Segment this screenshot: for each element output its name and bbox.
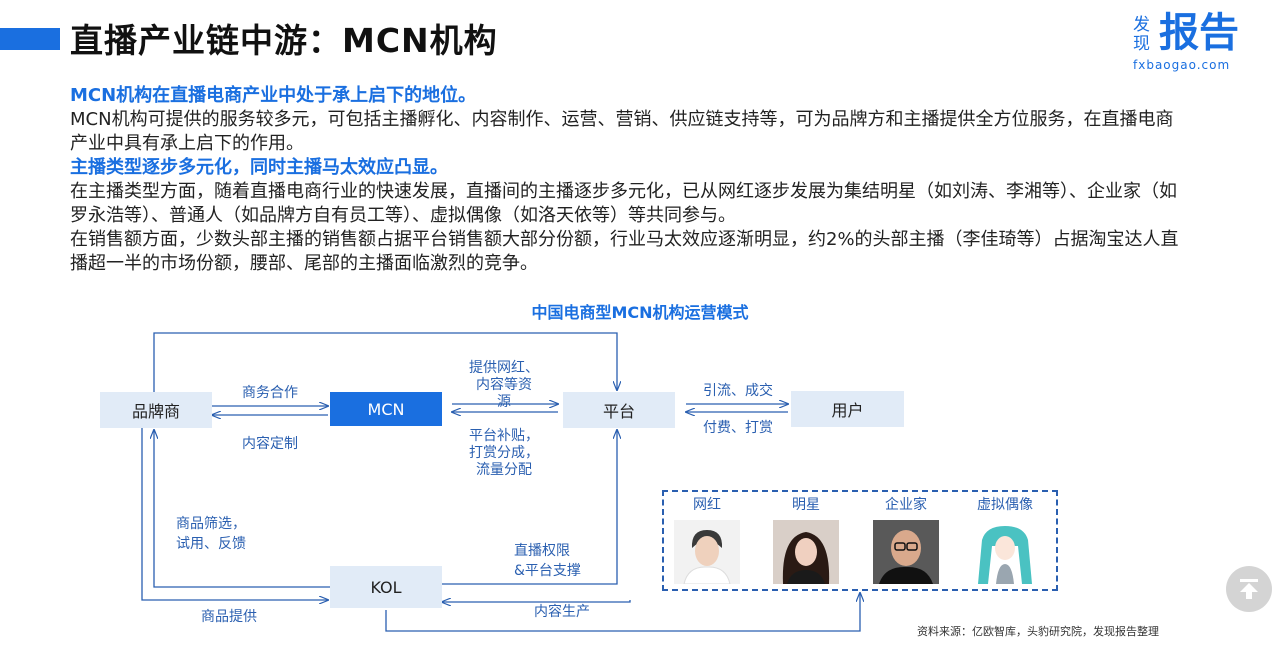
kol-type-influencer: 网红 xyxy=(674,494,740,588)
heading-mcn-position: MCN机构在直播电商产业中处于承上启下的地位。 xyxy=(70,85,477,106)
label-business-coop: 商务合作 xyxy=(242,385,298,401)
title-accent-bar xyxy=(0,28,60,50)
node-kol: KOL xyxy=(330,566,442,608)
page-title: 直播产业链中游：MCN机构 xyxy=(70,21,498,60)
diagram-title: 中国电商型MCN机构运营模式 xyxy=(531,303,749,322)
arrow-up-to-top-icon xyxy=(1240,579,1258,599)
label-content-production: 内容生产 xyxy=(534,604,590,620)
label-live-rights: 直播权限 &平台支撑 xyxy=(514,543,581,579)
fxbaogao-logo[interactable]: 发现 报告 fxbaogao.com xyxy=(1133,10,1263,74)
kol-types-group xyxy=(662,490,1058,591)
scroll-to-top-button[interactable] xyxy=(1226,566,1272,612)
logo-big-text: 报告 xyxy=(1159,10,1239,56)
logo-small-text: 发现 xyxy=(1133,15,1150,54)
label-content-custom: 内容定制 xyxy=(242,436,298,452)
kol-type-label: 虚拟偶像 xyxy=(977,497,1033,513)
node-platform: 平台 xyxy=(563,392,675,428)
kol-type-label: 明星 xyxy=(792,497,820,513)
heading-anchor-diversify: 主播类型逐步多元化，同时主播马太效应凸显。 xyxy=(70,157,448,178)
source-note: 资料来源：亿欧智库，头豹研究院，发现报告整理 xyxy=(917,625,1159,638)
paragraph-anchor-types: 在主播类型方面，随着直播电商行业的快速发展，直播间的主播逐步多元化，已从网红逐步… xyxy=(70,181,1177,226)
celebrity-photo-icon xyxy=(773,520,839,584)
logo-url: fxbaogao.com xyxy=(1133,58,1231,72)
node-brand: 品牌商 xyxy=(100,392,212,428)
label-platform-subsidy: 平台补贴， 打赏分成， 流量分配 xyxy=(469,428,539,478)
node-mcn: MCN xyxy=(330,392,442,426)
kol-type-celebrity: 明星 xyxy=(773,494,839,588)
label-pay-tip: 付费、打赏 xyxy=(703,420,773,436)
kol-type-virtual-idol: 虚拟偶像 xyxy=(972,494,1038,588)
influencer-photo-icon xyxy=(674,520,740,585)
label-product-supply: 商品提供 xyxy=(201,609,257,625)
paragraph-sales-share: 在销售额方面，少数头部主播的销售额占据平台销售额大部分份额，行业马太效应逐渐明显… xyxy=(70,229,1179,274)
kol-type-entrepreneur: 企业家 xyxy=(873,494,939,588)
kol-type-label: 网红 xyxy=(693,497,721,513)
paragraph-mcn-services: MCN机构可提供的服务较多元，可包括主播孵化、内容制作、运营、营销、供应链支持等… xyxy=(70,109,1174,154)
label-provide-resources: 提供网红、 内容等资 源 xyxy=(469,360,539,410)
virtual-idol-photo-icon xyxy=(972,520,1038,584)
entrepreneur-photo-icon xyxy=(873,520,939,584)
kol-type-label: 企业家 xyxy=(885,497,927,513)
node-user: 用户 xyxy=(791,391,904,427)
label-product-screen: 商品筛选， 试用、反馈 xyxy=(176,516,246,552)
text-content: MCN机构在直播电商产业中处于承上启下的地位。 MCN机构可提供的服务较多元，可… xyxy=(70,84,1180,276)
label-traffic-deal: 引流、成交 xyxy=(703,383,773,399)
